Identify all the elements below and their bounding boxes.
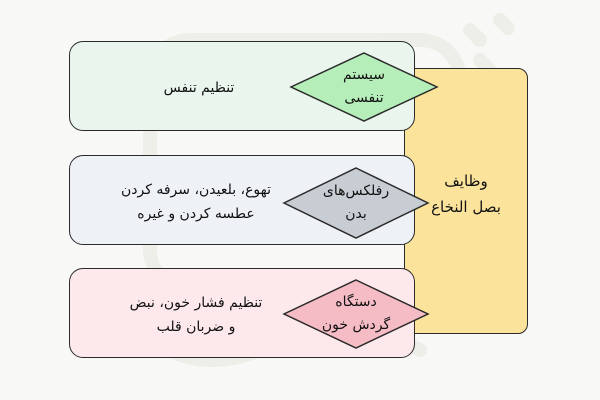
category-label-reflexes: رفلکس‌های بدن bbox=[322, 183, 390, 222]
branch-description-respiratory: تنظیم تنفس bbox=[163, 80, 235, 96]
diamond-reflexes bbox=[282, 167, 430, 239]
category-label-respiratory: سیستم تنفسی bbox=[343, 67, 385, 106]
root-label: وظایف بصل النخاع bbox=[431, 172, 501, 216]
branch-description-circulatory: تنظیم فشار خون، نبض و ضربان قلب bbox=[129, 295, 263, 335]
diamond-circulatory bbox=[282, 279, 430, 349]
category-label-circulatory: دستگاه گردش خون bbox=[321, 294, 391, 333]
diamond-respiratory bbox=[289, 52, 439, 122]
branch-description-reflexes: تهوع، بلعیدن، سرفه کردن عطسه کردن و غیره bbox=[120, 182, 272, 222]
